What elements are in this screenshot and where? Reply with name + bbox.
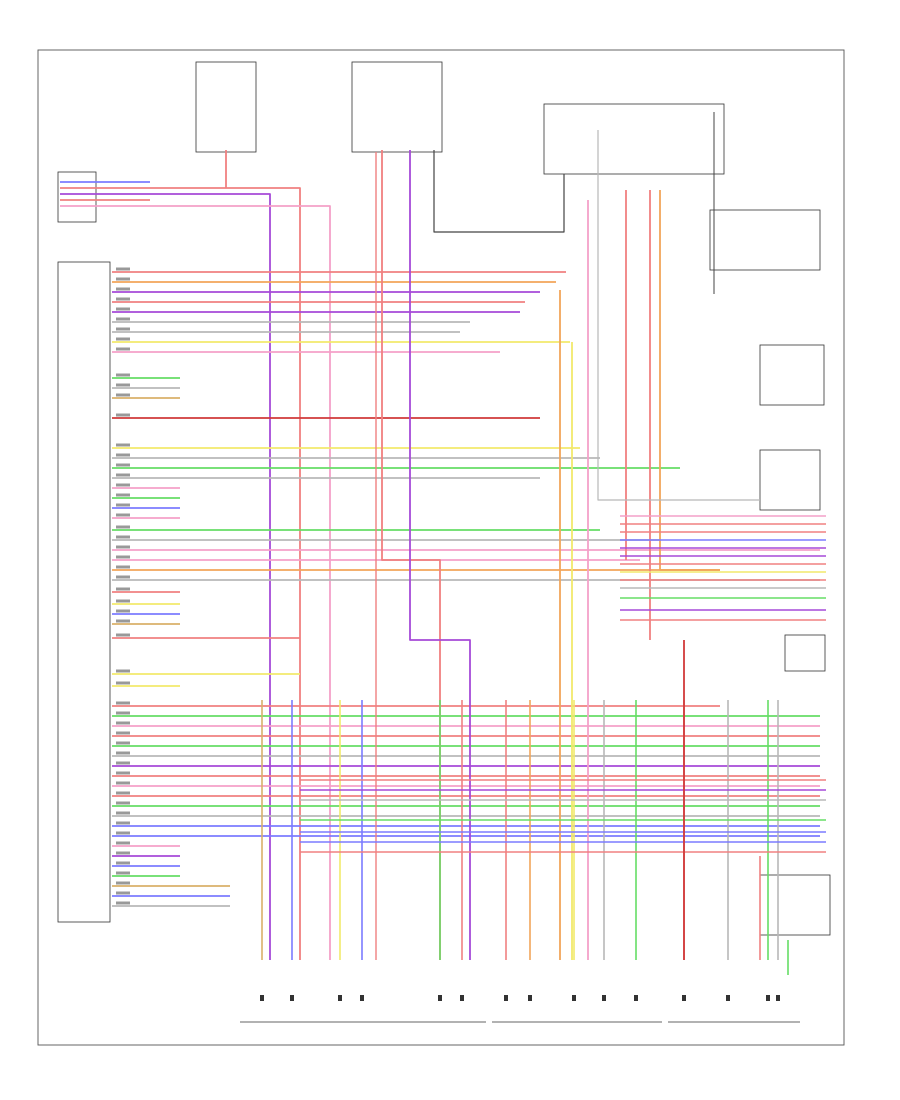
pin-label-mark: [116, 891, 130, 895]
sensor-box-right-3: [759, 449, 821, 511]
pin-label-mark: [116, 851, 130, 855]
top-connector-box: [57, 171, 97, 223]
pin-label-mark: [116, 791, 130, 795]
sensor-box-right-2: [759, 344, 825, 406]
connector-pin: [682, 995, 686, 1001]
wire-74: [597, 130, 760, 501]
wire-6: [150, 193, 271, 960]
wire-72: [659, 190, 720, 571]
pin-label-mark: [116, 575, 130, 579]
pin-label-mark: [116, 463, 130, 467]
pin-label-mark: [116, 453, 130, 457]
connector-pin: [260, 995, 264, 1001]
pin-label-mark: [116, 317, 130, 321]
connector-pin: [602, 995, 606, 1001]
pin-label-mark: [116, 841, 130, 845]
pin-label-mark: [116, 901, 130, 905]
pin-label-mark: [116, 609, 130, 613]
pin-label-mark: [116, 599, 130, 603]
pin-label-mark: [116, 881, 130, 885]
pin-label-mark: [116, 861, 130, 865]
pin-label-mark: [116, 297, 130, 301]
pin-label-mark: [116, 801, 130, 805]
pin-label-mark: [116, 337, 130, 341]
wire-group: [60, 112, 826, 975]
connector-pin: [528, 995, 532, 1001]
connector-pin: [504, 995, 508, 1001]
connector-pin: [766, 995, 770, 1001]
connector-pin: [360, 995, 364, 1001]
connector-right: [784, 634, 826, 672]
pin-label-mark: [116, 413, 130, 417]
label-group: [116, 267, 780, 1001]
pin-label-mark: [116, 751, 130, 755]
pin-label-mark: [116, 761, 130, 765]
pin-label-mark: [116, 587, 130, 591]
pin-label-mark: [116, 565, 130, 569]
pin-label-mark: [116, 383, 130, 387]
wire-5: [150, 187, 301, 960]
wire-7: [150, 205, 331, 960]
pin-label-mark: [116, 701, 130, 705]
connector-pin: [460, 995, 464, 1001]
pin-label-mark: [116, 781, 130, 785]
pin-label-mark: [116, 503, 130, 507]
pin-label-mark: [116, 483, 130, 487]
pin-label-mark: [116, 267, 130, 271]
pin-label-mark: [116, 721, 130, 725]
connector-pin: [338, 995, 342, 1001]
pin-label-mark: [116, 443, 130, 447]
connector-pin: [290, 995, 294, 1001]
pin-label-mark: [116, 493, 130, 497]
pin-label-mark: [116, 555, 130, 559]
pin-label-mark: [116, 811, 130, 815]
pin-label-mark: [116, 327, 130, 331]
pin-label-mark: [116, 821, 130, 825]
pin-label-mark: [116, 545, 130, 549]
pin-label-mark: [116, 347, 130, 351]
pin-label-mark: [116, 473, 130, 477]
pin-label-mark: [116, 633, 130, 637]
pin-label-mark: [116, 619, 130, 623]
relay-box: [543, 103, 725, 175]
pin-label-mark: [116, 871, 130, 875]
connector-pin: [776, 995, 780, 1001]
control-unit-box: [57, 261, 111, 923]
pin-label-mark: [116, 513, 130, 517]
diagram-frame: [37, 49, 845, 1046]
connector-pin: [438, 995, 442, 1001]
sensor-box-right-1: [709, 209, 821, 271]
pin-label-mark: [116, 669, 130, 673]
pin-label-mark: [116, 393, 130, 397]
pin-label-mark: [116, 681, 130, 685]
sensor-box-bottom-right: [759, 874, 831, 936]
fuse-box-2: [351, 61, 443, 153]
connector-pin: [572, 995, 576, 1001]
pin-label-mark: [116, 535, 130, 539]
pin-label-mark: [116, 731, 130, 735]
pin-label-mark: [116, 771, 130, 775]
wire-67: [433, 150, 565, 233]
pin-label-mark: [116, 277, 130, 281]
fuse-box-1: [195, 61, 257, 153]
connector-pin: [634, 995, 638, 1001]
pin-label-mark: [116, 373, 130, 377]
pin-label-mark: [116, 831, 130, 835]
pin-label-mark: [116, 287, 130, 291]
pin-label-mark: [116, 307, 130, 311]
pin-label-mark: [116, 711, 130, 715]
connector-pin: [726, 995, 730, 1001]
pin-label-mark: [116, 741, 130, 745]
pin-label-mark: [116, 525, 130, 529]
